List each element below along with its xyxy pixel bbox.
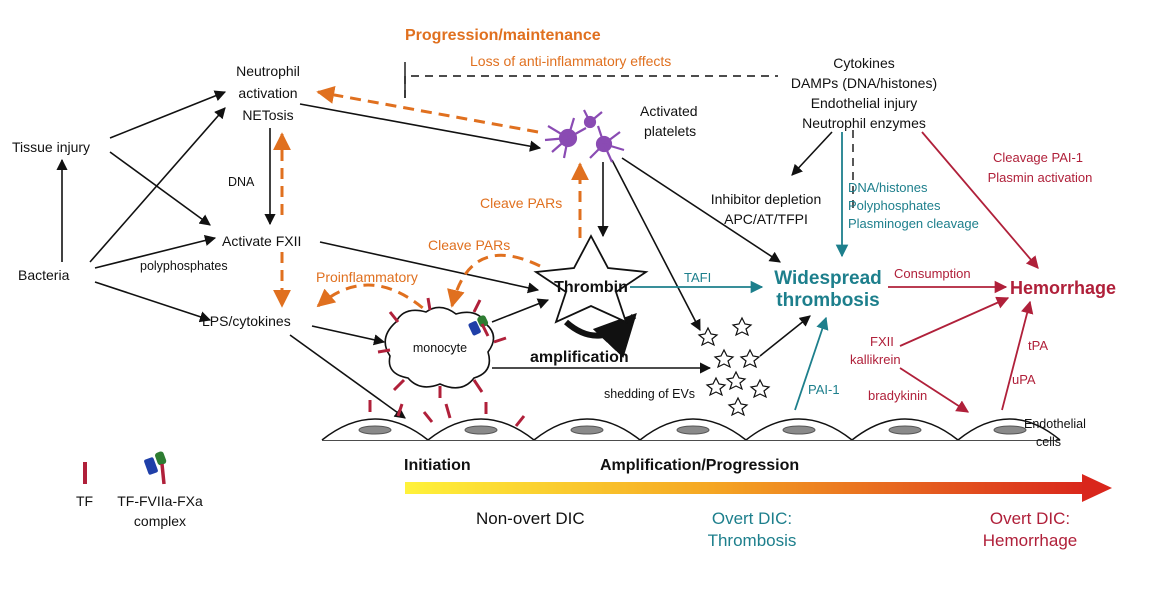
stage-overt-thrombosis-l2: Thrombosis — [708, 531, 797, 550]
monocyte-cell — [377, 297, 507, 398]
node-hemorrhage: Hemorrhage — [1010, 278, 1116, 298]
edge-pai1: PAI-1 — [808, 382, 840, 397]
arrow-endothelium-hemorrhage — [1001, 300, 1034, 411]
edge-bradykinin: bradykinin — [868, 388, 927, 403]
arrow-bacteria-neutrophil — [89, 107, 226, 263]
edge-cleave-pars-lower: Cleave PARs — [428, 237, 510, 253]
edge-loss-anti-inflammatory: Loss of anti-inflammatory effects — [470, 53, 671, 69]
node-widespread-l1: Widespread — [774, 268, 882, 289]
legend-complex-l1: TF-FVIIa-FXa — [117, 493, 203, 509]
arrow-platelets-evs — [611, 159, 701, 331]
legend-tf-label: TF — [76, 493, 93, 509]
thrombin-star — [533, 234, 649, 324]
legend-complex-l2: complex — [134, 513, 186, 529]
monocyte-complex-icon — [468, 315, 490, 337]
teal-arrows — [630, 132, 849, 411]
endothelial-tf-markers — [368, 400, 526, 427]
arrow-neutrophil-platelets — [299, 103, 542, 152]
phase-initiation: Initiation — [404, 457, 471, 474]
edge-polyphosphates: polyphosphates — [140, 259, 228, 273]
red-arrows — [888, 131, 1039, 413]
node-neutrophil-l2: activation — [238, 85, 297, 101]
edge-cleavage-l2: Plasmin activation — [988, 170, 1093, 185]
edge-kallikrein: kallikrein — [850, 352, 901, 367]
cytokine-item-3: Endothelial injury — [811, 95, 918, 111]
cytokine-item-1: Cytokines — [833, 55, 894, 71]
arrow-kallikrein-endothelium — [899, 367, 970, 413]
arrow-enzymes-thrombosis — [791, 131, 833, 176]
node-thrombin: Thrombin — [554, 279, 628, 296]
arrow-pai1 — [794, 316, 829, 411]
edge-cleavage-l1: Cleavage PAI-1 — [993, 150, 1083, 165]
edge-inhibitor-l2: APC/AT/TFPI — [724, 211, 808, 227]
arrow-monocyte-thrombin — [491, 298, 550, 323]
legend — [83, 451, 167, 485]
feedback-dashed-line — [404, 62, 854, 208]
node-activate-fxii: Activate FXII — [222, 233, 301, 249]
node-neutrophil-l1: Neutrophil — [236, 63, 300, 79]
arrow-bacteria-fxii — [94, 235, 217, 269]
node-shedding-evs: shedding of EVs — [604, 387, 695, 401]
arrow-fxii-hemorrhage — [899, 296, 1010, 347]
edge-inhibitor-l1: Inhibitor depletion — [711, 191, 822, 207]
edge-cleave-pars-upper: Cleave PARs — [480, 195, 562, 211]
edge-teal-item-1: DNA/histones — [848, 180, 928, 195]
edge-proinflammatory: Proinflammatory — [316, 269, 418, 285]
node-widespread-l2: thrombosis — [776, 290, 879, 311]
stage-overt-thrombosis-l1: Overt DIC: — [712, 509, 792, 528]
stage-non-overt: Non-overt DIC — [476, 509, 585, 528]
edge-progression-maintenance: Progression/maintenance — [405, 27, 601, 44]
node-activated-platelets-l2: platelets — [644, 123, 696, 139]
node-endothelial-l1: Endothelial — [1024, 417, 1086, 431]
arrow-fxii-thrombin — [319, 241, 540, 294]
endothelial-layer — [321, 400, 1061, 441]
arrow-tissue-neutrophil — [109, 90, 227, 139]
arrow-platelets-thrombosis — [621, 157, 781, 263]
black-arrows — [56, 90, 833, 419]
arrow-bacteria-lps — [94, 281, 212, 323]
activated-platelets-icon — [544, 109, 625, 163]
node-lps-cytokines: LPS/cytokines — [202, 313, 291, 329]
legend-complex-icon — [144, 451, 167, 485]
node-amplification: amplification — [530, 349, 629, 366]
arrow-tissue-fxii — [109, 151, 211, 226]
edge-consumption: Consumption — [894, 266, 971, 281]
edge-fxii: FXII — [870, 334, 894, 349]
arrow-cleave-pars-lower — [447, 253, 541, 308]
orange-dashed-arrows — [273, 86, 589, 322]
labels: Tissue injury Bacteria Neutrophil activa… — [12, 27, 1116, 550]
edge-upa: uPA — [1012, 372, 1036, 387]
cytokine-item-4: Neutrophil enzymes — [802, 115, 926, 131]
ev-particles — [697, 316, 771, 417]
edge-tafi: TAFI — [684, 270, 711, 285]
arrow-platelets-neutrophil — [316, 86, 539, 134]
arrow-proinflammatory — [316, 283, 438, 322]
arrow-lps-monocyte — [311, 325, 386, 346]
edge-teal-item-2: Polyphosphates — [848, 198, 941, 213]
node-neutrophil-l3: NETosis — [242, 107, 293, 123]
amplification-curve-arrow — [564, 312, 637, 358]
cytokine-item-2: DAMPs (DNA/histones) — [791, 75, 937, 91]
arrow-enzymes-hemorrhage — [921, 131, 1039, 269]
node-tissue-injury: Tissue injury — [12, 139, 90, 155]
node-monocyte: monocyte — [413, 341, 467, 355]
node-bacteria: Bacteria — [18, 267, 70, 283]
node-endothelial-l2: cells — [1036, 435, 1061, 449]
stage-overt-hemorrhage-l1: Overt DIC: — [990, 509, 1070, 528]
stage-overt-hemorrhage-l2: Hemorrhage — [983, 531, 1078, 550]
dic-stage-arrow — [405, 474, 1112, 502]
arrow-lps-endothelium — [289, 334, 406, 419]
node-activated-platelets-l1: Activated — [640, 103, 698, 119]
arrow-evs-thrombosis — [759, 315, 811, 357]
phase-amplification-progression: Amplification/Progression — [600, 457, 799, 474]
edge-teal-item-3: Plasminogen cleavage — [848, 216, 979, 231]
edge-dna: DNA — [228, 175, 255, 189]
edge-tpa: tPA — [1028, 338, 1048, 353]
